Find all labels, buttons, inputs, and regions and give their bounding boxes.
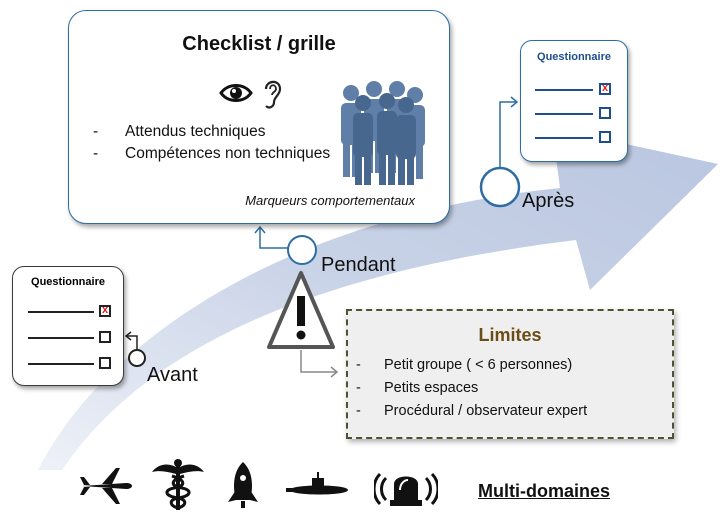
airplane-icon bbox=[80, 468, 132, 504]
question-line bbox=[28, 337, 94, 339]
question-line bbox=[28, 311, 94, 313]
limites-card: Limites Petit groupe ( < 6 personnes) Pe… bbox=[346, 309, 674, 439]
stage-dot-pendant bbox=[287, 235, 317, 265]
limites-title: Limites bbox=[478, 325, 542, 345]
checkbox-checked: x bbox=[99, 304, 111, 317]
alarm-light-icon bbox=[374, 472, 438, 506]
checkbox-empty bbox=[99, 331, 111, 343]
stage-label-avant: Avant bbox=[147, 364, 198, 386]
checklist-item: Attendus techniques bbox=[89, 121, 349, 143]
connector-avant bbox=[124, 331, 138, 350]
stage-dot-avant bbox=[128, 349, 146, 367]
checklist-item: Compétences non techniques bbox=[89, 143, 349, 165]
checklist-card: Checklist / grille Attendus techniques C… bbox=[68, 10, 450, 224]
rocket-icon bbox=[228, 462, 258, 508]
connector-limites bbox=[300, 350, 339, 378]
checklist-footer: Marqueurs comportementaux bbox=[245, 193, 415, 208]
progress-arrow bbox=[38, 128, 718, 470]
checkbox-checked: x bbox=[599, 82, 611, 95]
limites-item: Petit groupe ( < 6 personnes) bbox=[348, 354, 587, 377]
checkbox-empty bbox=[99, 357, 111, 369]
question-line bbox=[28, 363, 94, 365]
questionnaire-avant-title: Questionnaire bbox=[31, 276, 105, 288]
multi-domaines-label: Multi-domaines bbox=[478, 481, 611, 501]
eye-icon bbox=[219, 84, 253, 102]
checklist-items: Attendus techniques Compétences non tech… bbox=[89, 121, 349, 165]
questionnaire-apres-card: Questionnaire x bbox=[520, 40, 628, 162]
questionnaire-apres-title: Questionnaire bbox=[537, 51, 611, 63]
question-line bbox=[535, 113, 593, 115]
limites-items: Petit groupe ( < 6 personnes) Petits esp… bbox=[348, 354, 587, 423]
stage-label-apres: Après bbox=[522, 190, 575, 212]
stage-label-pendant: Pendant bbox=[321, 254, 396, 276]
caduceus-icon bbox=[152, 459, 204, 510]
check-x-icon: x bbox=[601, 82, 609, 94]
question-line bbox=[535, 137, 593, 139]
check-x-icon: x bbox=[101, 304, 109, 316]
limites-item: Petits espaces bbox=[348, 377, 587, 400]
checkbox-empty bbox=[599, 131, 611, 143]
people-group-icon bbox=[341, 81, 425, 185]
checklist-title: Checklist / grille bbox=[182, 33, 336, 55]
warning-icon bbox=[267, 271, 335, 349]
checkbox-empty bbox=[599, 107, 611, 119]
connector-pendant bbox=[254, 225, 290, 249]
question-line bbox=[535, 89, 593, 91]
limites-item: Procédural / observateur expert bbox=[348, 400, 587, 423]
connector-apres bbox=[499, 96, 519, 172]
stage-dot-apres bbox=[479, 166, 521, 208]
ear-icon bbox=[264, 80, 282, 109]
questionnaire-avant-card: Questionnaire x bbox=[12, 266, 124, 386]
submarine-icon bbox=[286, 472, 348, 495]
